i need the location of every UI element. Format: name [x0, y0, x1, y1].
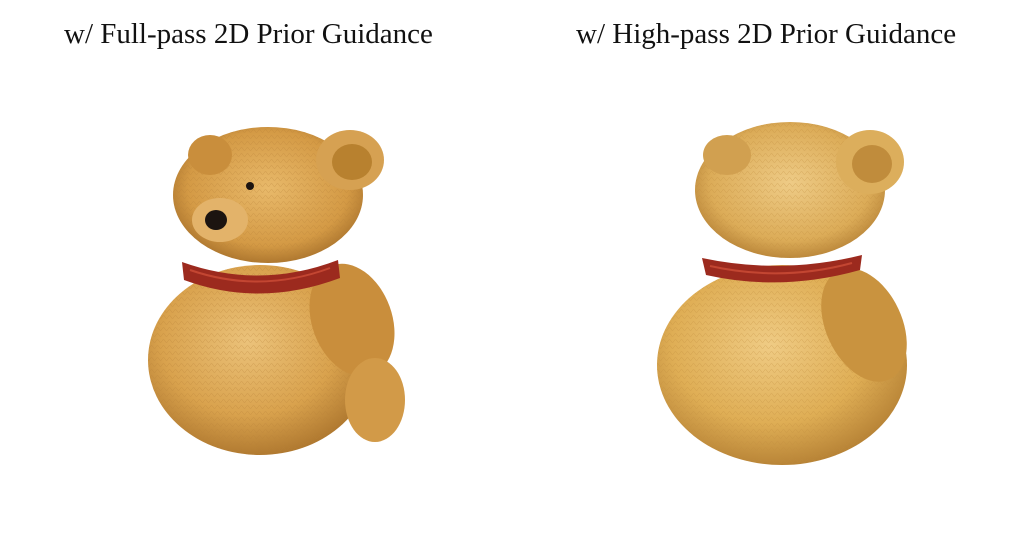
- bear-nose: [205, 210, 227, 230]
- ribbon: [182, 260, 340, 294]
- bear-left-ear: [188, 135, 232, 175]
- bear-right-arm: [821, 268, 907, 382]
- bear-eye: [246, 182, 254, 190]
- ribbon: [702, 255, 862, 283]
- teddy-bear-high-pass-image: [602, 110, 1022, 490]
- teddy-bear-full-pass-image: [90, 110, 510, 490]
- teddy-bear-full-pass-illustration: [148, 127, 405, 455]
- bear-right-foot: [345, 358, 405, 442]
- teddy-bear-high-pass-illustration: [657, 122, 907, 465]
- bear-left-ear: [703, 135, 751, 175]
- bear-right-arm: [309, 263, 395, 377]
- left-panel-caption: w/ Full-pass 2D Prior Guidance: [64, 18, 433, 50]
- right-panel-caption: w/ High-pass 2D Prior Guidance: [576, 18, 957, 50]
